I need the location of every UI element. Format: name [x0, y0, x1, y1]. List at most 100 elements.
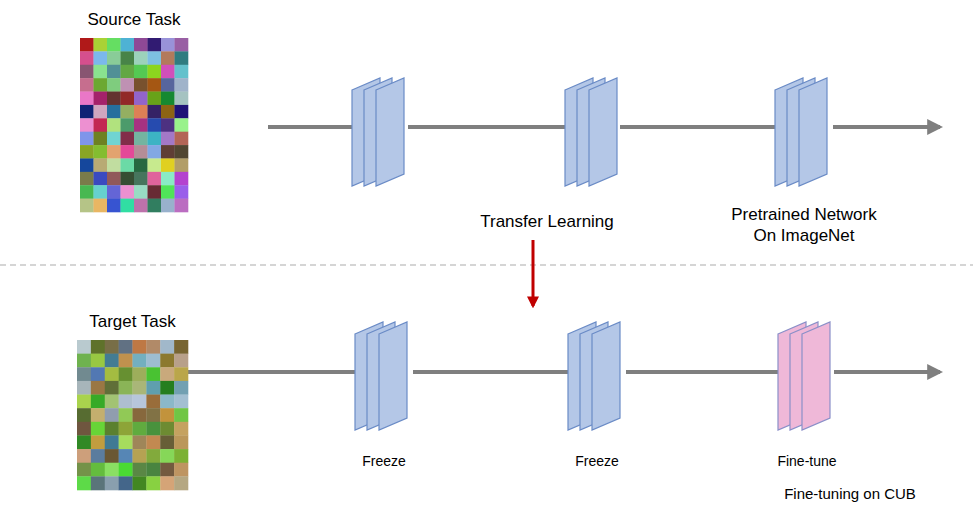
- photo-tile: [121, 105, 135, 119]
- photo-tile: [160, 381, 174, 395]
- photo-tile: [161, 38, 175, 52]
- photo-tile: [175, 38, 189, 52]
- photo-tile: [107, 65, 121, 79]
- image-grid: Source Task: [80, 38, 188, 212]
- photo-tile: [148, 172, 162, 186]
- photo-tile: [94, 118, 108, 132]
- photo-tile: [175, 105, 189, 119]
- wire: [620, 125, 775, 129]
- photo-tile: [94, 51, 108, 65]
- photo-tile: [107, 185, 121, 199]
- photo-tile: [91, 367, 105, 381]
- photo-tile: [174, 340, 188, 354]
- connector-line: [413, 370, 568, 374]
- photo-tile: [161, 92, 175, 106]
- photo-tile: [94, 132, 108, 146]
- layer-stack: [565, 78, 617, 186]
- photo-tile: [175, 78, 189, 92]
- photo-tile: [77, 395, 91, 409]
- layer-plane: [802, 322, 830, 430]
- photo-tile: [94, 199, 108, 213]
- photo-tile: [133, 381, 147, 395]
- photo-tile: [91, 476, 105, 490]
- photo-tile: [134, 92, 148, 106]
- photo-tile: [160, 463, 174, 477]
- output-arrow: [834, 370, 940, 374]
- photo-tile: [94, 105, 108, 119]
- photo-tile: [174, 476, 188, 490]
- photo-tile: [105, 476, 119, 490]
- photo-tile: [94, 78, 108, 92]
- photo-tile: [148, 105, 162, 119]
- photo-tile: [77, 408, 91, 422]
- photo-tile: [146, 340, 160, 354]
- photo-tile: [146, 408, 160, 422]
- transfer-arrow: [532, 240, 535, 306]
- photo-tile: [119, 408, 133, 422]
- image-mosaic: [77, 340, 188, 490]
- photo-tile: [77, 463, 91, 477]
- photo-tile: [146, 354, 160, 368]
- layer-plane: [379, 322, 407, 430]
- photo-tile: [121, 185, 135, 199]
- photo-tile: [105, 381, 119, 395]
- photo-tile: [91, 449, 105, 463]
- photo-tile: [148, 118, 162, 132]
- photo-tile: [134, 65, 148, 79]
- photo-tile: [175, 185, 189, 199]
- photo-tile: [148, 158, 162, 172]
- photo-tile: [133, 476, 147, 490]
- photo-tile: [146, 422, 160, 436]
- photo-tile: [91, 395, 105, 409]
- photo-tile: [146, 367, 160, 381]
- photo-tile: [107, 118, 121, 132]
- photo-tile: [175, 132, 189, 146]
- photo-tile: [91, 354, 105, 368]
- photo-tile: [160, 476, 174, 490]
- photo-tile: [94, 38, 108, 52]
- wire: [268, 125, 352, 129]
- photo-tile: [80, 172, 94, 186]
- photo-tile: [119, 367, 133, 381]
- photo-tile: [94, 92, 108, 106]
- layer-label: Pretrained Network On ImageNet: [722, 204, 886, 247]
- photo-tile: [148, 132, 162, 146]
- photo-tile: [105, 367, 119, 381]
- photo-tile: [105, 449, 119, 463]
- photo-tile: [121, 199, 135, 213]
- photo-tile: [160, 422, 174, 436]
- caption-note: Fine-tuning on CUB: [784, 485, 916, 503]
- photo-tile: [119, 354, 133, 368]
- photo-tile: [175, 65, 189, 79]
- photo-tile: [134, 38, 148, 52]
- image-grid: Target Task: [77, 340, 188, 490]
- photo-tile: [80, 51, 94, 65]
- photo-tile: [121, 145, 135, 159]
- photo-tile: [160, 354, 174, 368]
- photo-tile: [175, 145, 189, 159]
- photo-tile: [174, 367, 188, 381]
- photo-tile: [161, 145, 175, 159]
- photo-tile: [161, 172, 175, 186]
- photo-tile: [80, 78, 94, 92]
- photo-tile: [80, 145, 94, 159]
- photo-tile: [174, 449, 188, 463]
- photo-tile: [174, 463, 188, 477]
- photo-tile: [121, 158, 135, 172]
- photo-tile: [146, 395, 160, 409]
- photo-tile: [119, 449, 133, 463]
- photo-tile: [80, 92, 94, 106]
- photo-tile: [134, 185, 148, 199]
- photo-tile: [77, 340, 91, 354]
- photo-tile: [119, 422, 133, 436]
- photo-tile: [80, 38, 94, 52]
- photo-tile: [146, 381, 160, 395]
- photo-tile: [133, 408, 147, 422]
- photo-tile: [133, 395, 147, 409]
- photo-tile: [80, 158, 94, 172]
- photo-tile: [133, 367, 147, 381]
- photo-tile: [133, 354, 147, 368]
- photo-tile: [77, 367, 91, 381]
- photo-tile: [107, 51, 121, 65]
